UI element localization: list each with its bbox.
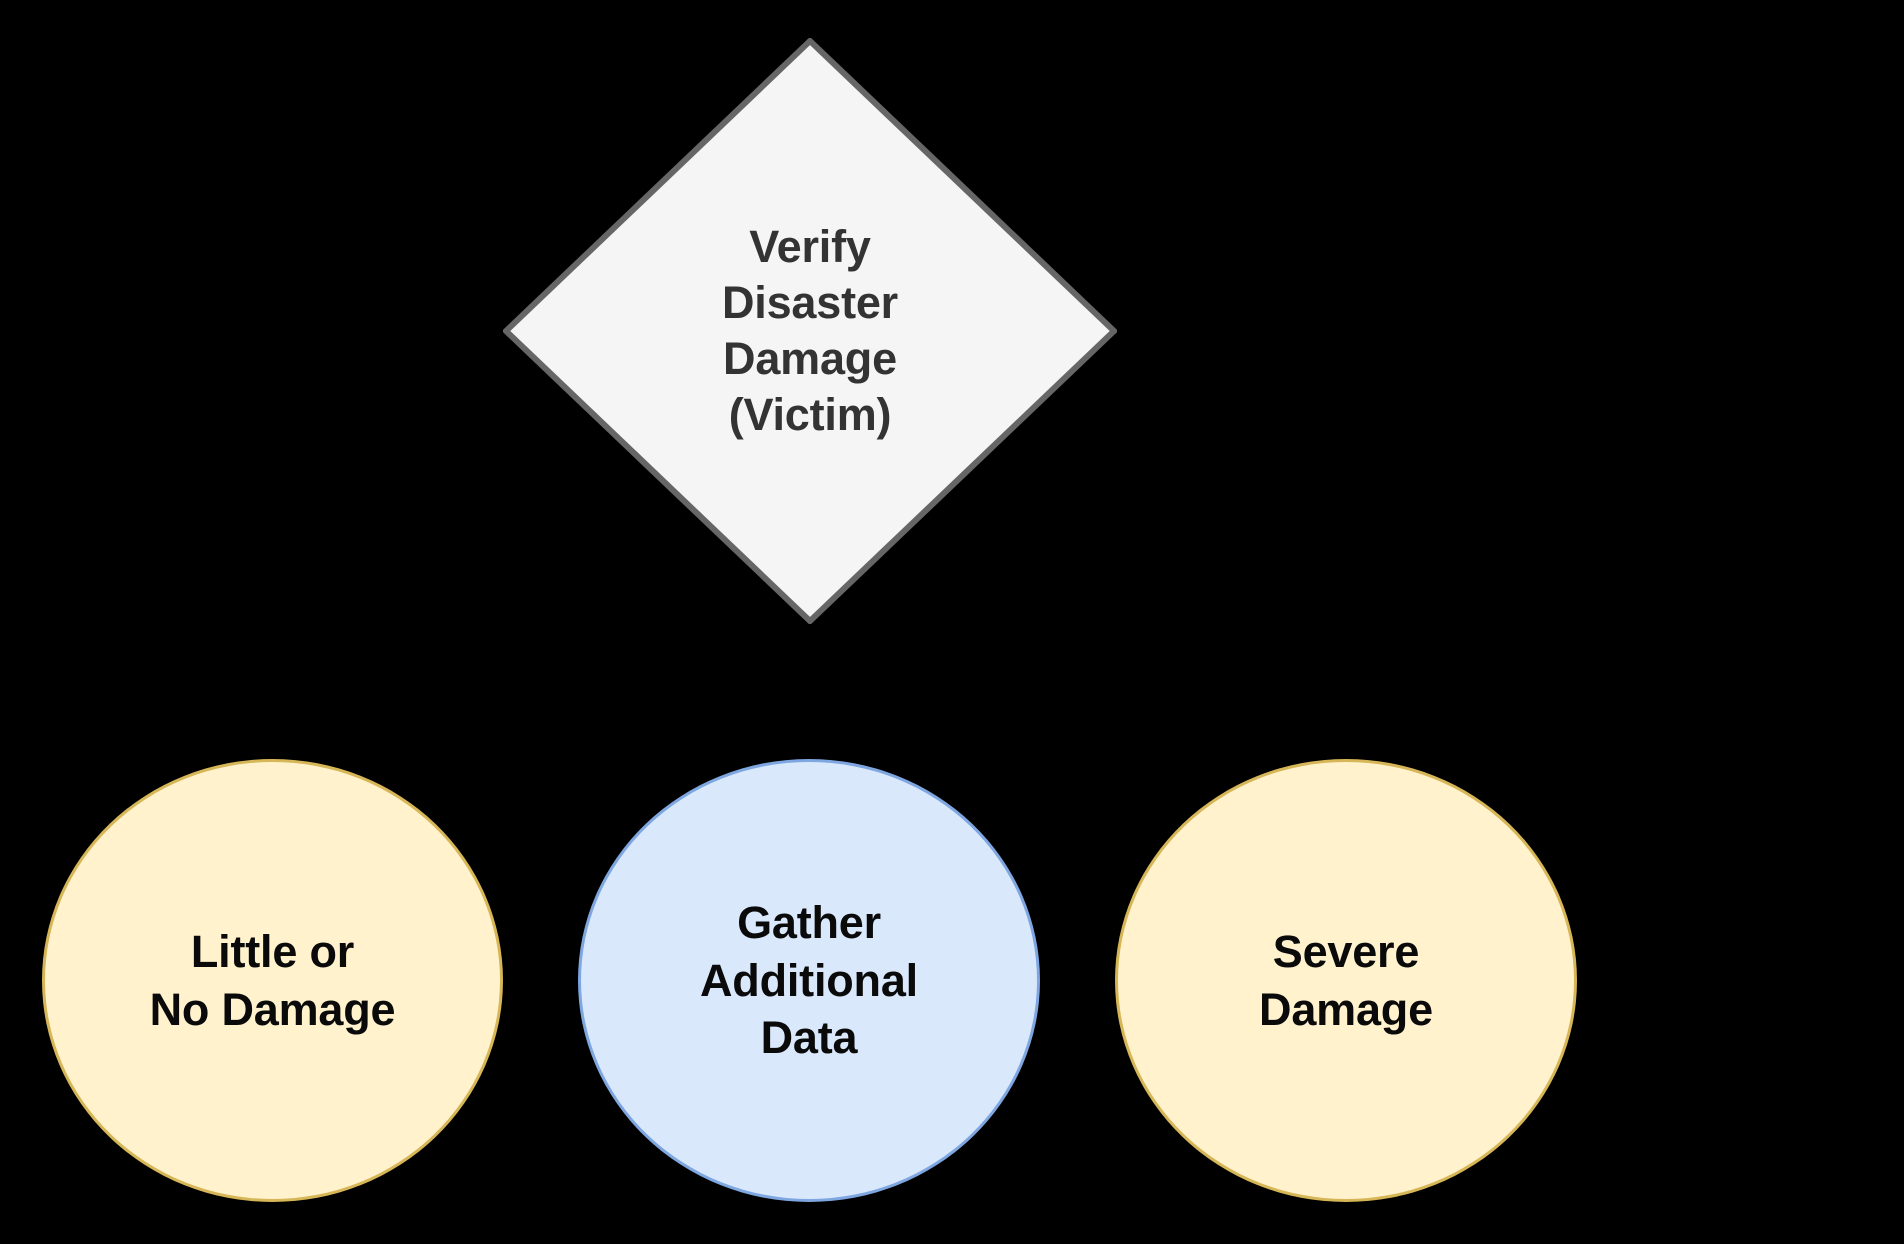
node-gather-additional-data[interactable]: Gather Additional Data — [578, 759, 1040, 1202]
node-label-little-or-no-damage: Little or No Damage — [63, 923, 482, 1038]
label-line: Damage — [723, 333, 897, 384]
label-line: (Victim) — [728, 388, 892, 440]
label-line: Additional — [700, 954, 918, 1006]
node-label-severe-damage: Severe Damage — [1136, 923, 1556, 1038]
label-line: Data — [760, 1012, 858, 1064]
node-label-gather-additional-data: Gather Additional Data — [599, 894, 1019, 1067]
node-severe-damage[interactable]: Severe Damage — [1115, 759, 1577, 1202]
node-label-verify-disaster-damage: Verify Disaster Damage (Victim) — [503, 219, 1117, 442]
label-line: No Damage — [149, 983, 396, 1035]
label-line: Severe — [1272, 925, 1420, 977]
label-line: Little or — [190, 925, 355, 977]
label-line: Disaster — [721, 277, 898, 329]
label-line: Verify — [749, 221, 871, 273]
label-line: Damage — [1259, 983, 1433, 1035]
node-little-or-no-damage[interactable]: Little or No Damage — [42, 759, 503, 1202]
label-line: Gather — [737, 897, 881, 949]
diamond-outline — [503, 38, 1117, 624]
node-verify-disaster-damage[interactable]: Verify Disaster Damage (Victim) — [503, 38, 1117, 624]
